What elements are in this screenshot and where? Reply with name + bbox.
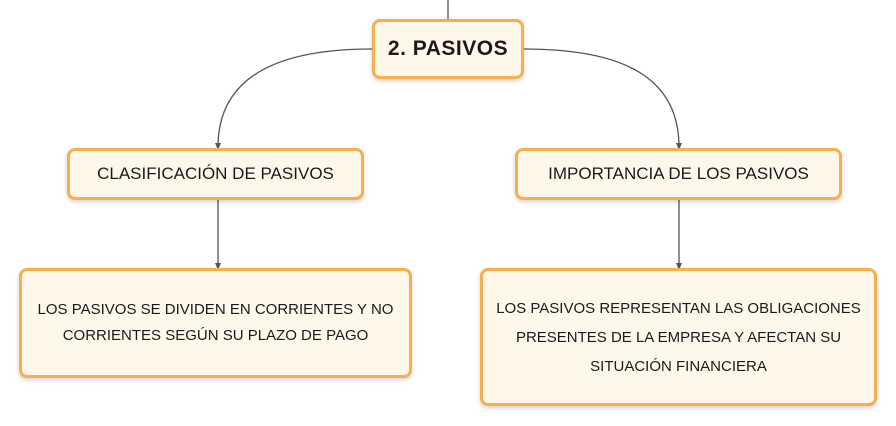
branch-node-clasificacion[interactable]: CLASIFICACIÓN DE PASIVOS <box>67 148 364 200</box>
detail-node-clasificacion[interactable]: LOS PASIVOS SE DIVIDEN EN CORRIENTES Y N… <box>19 268 412 378</box>
connector-root-to-right-branch <box>523 48 682 150</box>
detail-node-text: LOS PASIVOS SE DIVIDEN EN CORRIENTES Y N… <box>37 301 394 344</box>
root-node-label: 2. PASIVOS <box>387 37 509 60</box>
detail-node-text: LOS PASIVOS REPRESENTAN LAS OBLIGACIONES… <box>496 299 861 375</box>
branch-node-importancia[interactable]: IMPORTANCIA DE LOS PASIVOS <box>515 148 842 200</box>
branch-node-label: IMPORTANCIA DE LOS PASIVOS <box>548 164 809 183</box>
connector-root-to-left-branch <box>215 48 373 150</box>
root-node[interactable]: 2. PASIVOS <box>372 19 524 79</box>
branch-node-label: CLASIFICACIÓN DE PASIVOS <box>97 164 334 183</box>
detail-node-importancia[interactable]: LOS PASIVOS REPRESENTAN LAS OBLIGACIONES… <box>480 268 877 406</box>
